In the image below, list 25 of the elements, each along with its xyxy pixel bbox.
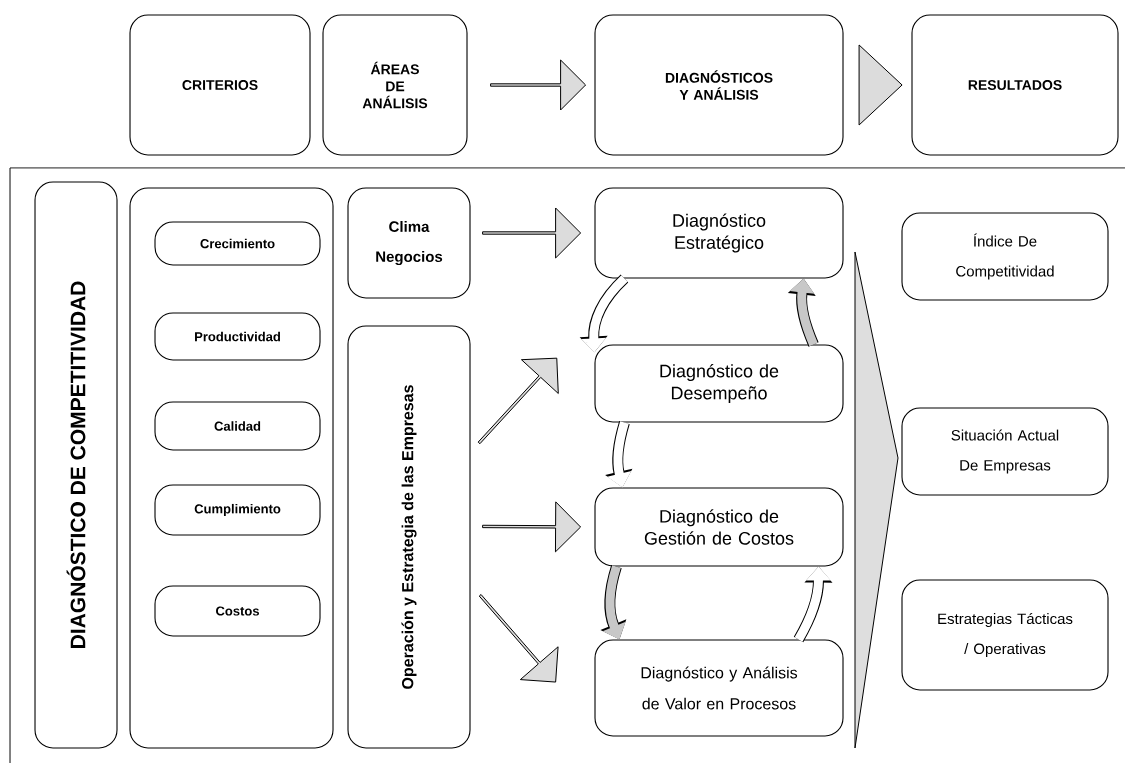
diagnosis-box: Diagnóstico de Gestión de Costos [594,487,844,567]
chevron-arrow [858,44,903,126]
criterion-box: Calidad [154,401,321,451]
result-box: Índice De Competitividad [901,212,1109,301]
block-arrow [482,207,582,259]
area-box: Clima Negocios [347,187,471,299]
criterion-box: Costos [154,585,321,637]
area-box: Operación y Estrategia de las Empresas [347,325,471,749]
block-arrow [490,59,587,111]
title-box: DIAGNÓSTICO DE COMPETITIVIDAD [34,181,118,749]
diagnosis-box: Diagnóstico y Análisis de Valor en Procesos [594,639,844,737]
block-arrow [477,357,559,445]
block-arrow [482,501,582,553]
header-box: ÁREAS DE ANÁLISIS [322,14,468,156]
criterion-box: Crecimiento [154,221,321,266]
header-box: RESULTADOS [911,14,1119,156]
result-box: Situación Actual De Empresas [901,407,1109,496]
criterion-box: Cumplimiento [154,484,321,536]
diagnosis-box: Diagnóstico Estratégico [594,187,844,279]
block-arrow [478,594,559,683]
diagnosis-box: Diagnóstico de Desempeño [594,344,844,423]
result-box: Estrategias Tácticas / Operativas [901,579,1109,691]
header-box: CRITERIOS [129,14,311,156]
criterion-box: Productividad [154,312,321,361]
header-box: DIAGNÓSTICOS Y ANÁLISIS [594,14,844,156]
